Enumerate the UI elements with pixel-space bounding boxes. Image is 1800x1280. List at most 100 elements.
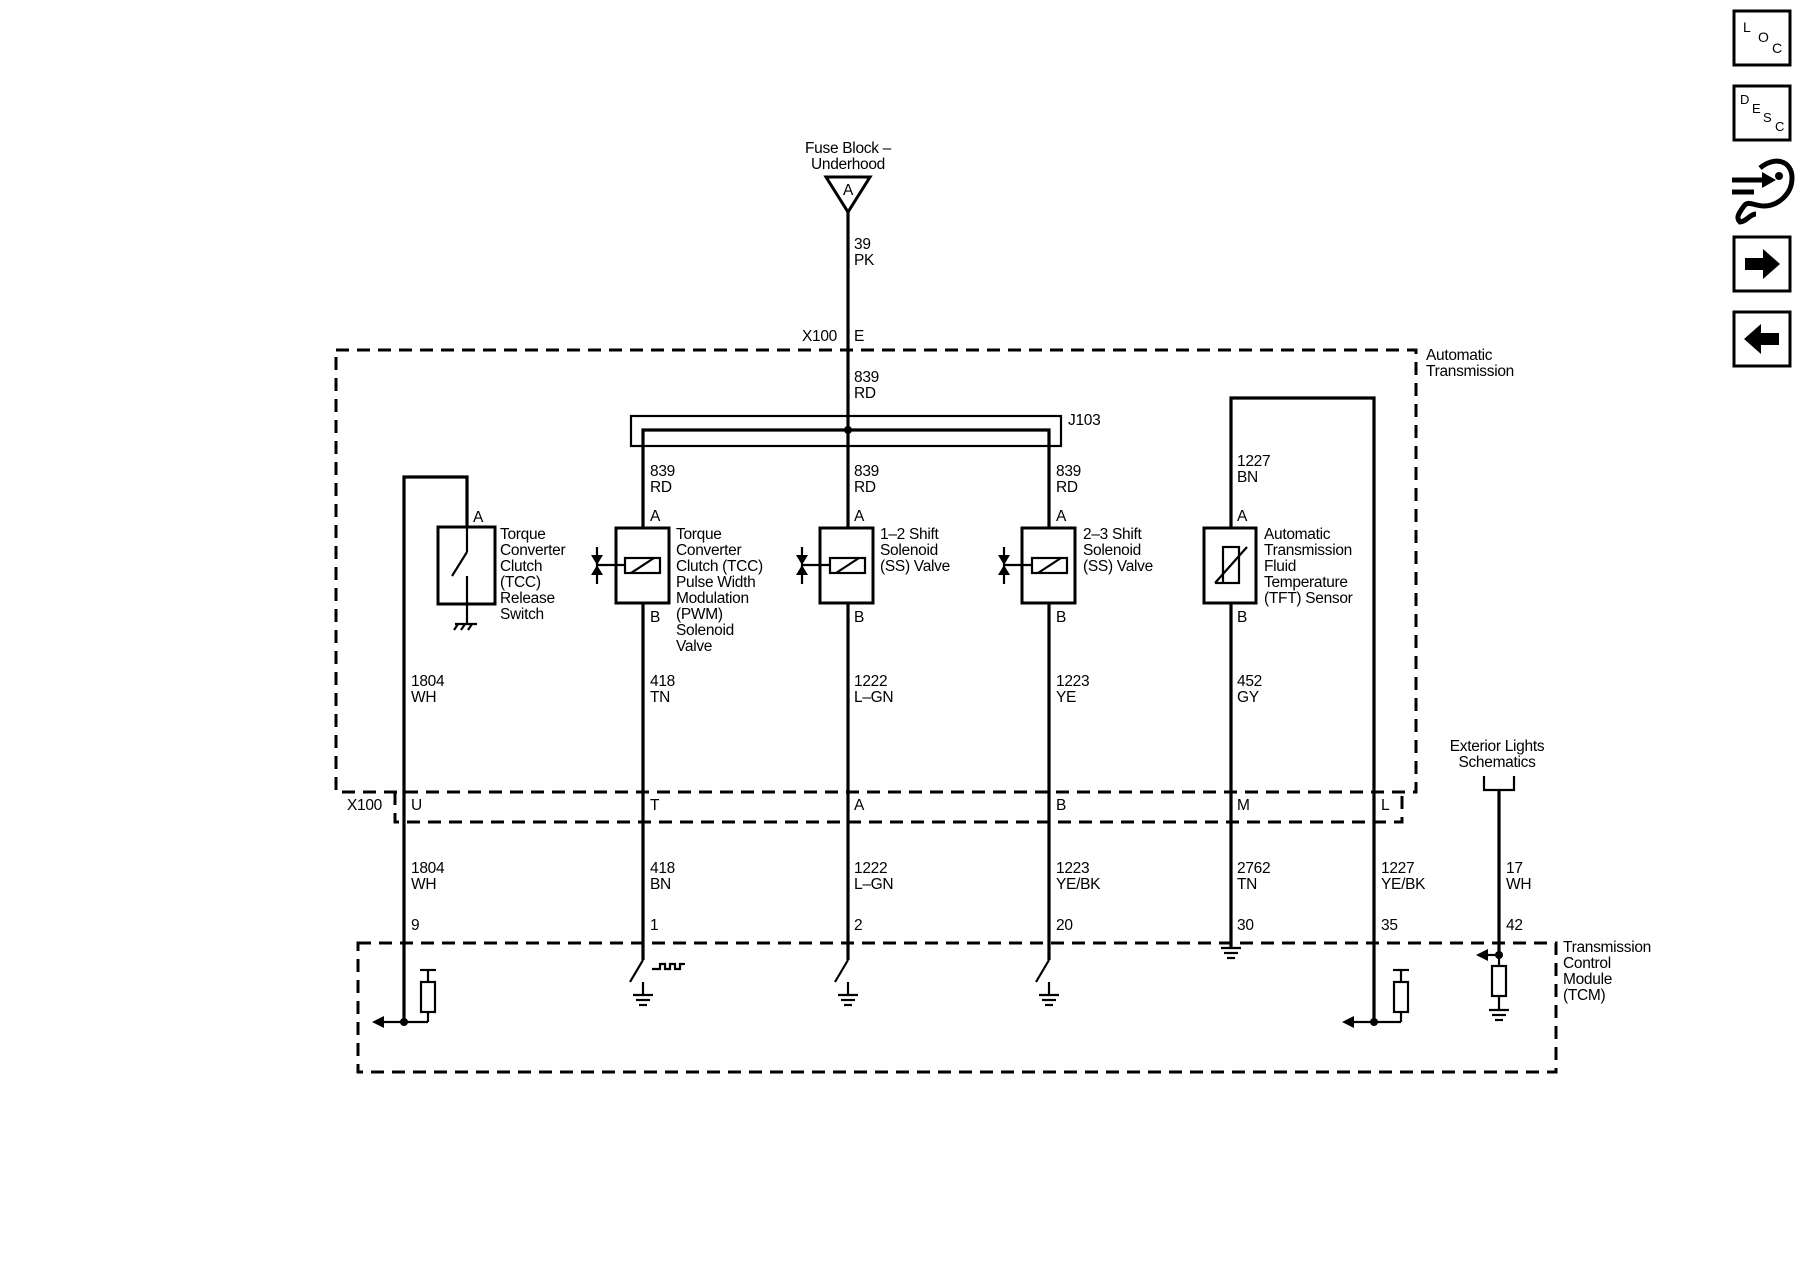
tft-label-2: Transmission [1264,542,1352,559]
tcm-label-4: (TCM) [1563,987,1606,1004]
previous-button[interactable] [1732,310,1792,368]
pwm-label-5: Modulation [676,590,749,607]
tcc-switch-label-1: Torque [500,526,546,543]
wrench-arrow-icon [1732,158,1795,225]
outer-wire-5-circuit: 2762 [1237,860,1270,877]
tft-label-1: Automatic [1264,526,1331,543]
inner-wire-5-circuit: 452 [1237,673,1262,690]
ss12-valve-arrow-up [796,555,808,565]
fuse-block-label-1: Fuse Block – [805,140,892,157]
x100-pin-m: M [1237,797,1250,814]
tcc-switch-label-2: Converter [500,542,565,559]
tcm-box [356,941,1558,1074]
tcm-label: Transmission Control Module (TCM) [1563,939,1651,1004]
tcc-switch-label-3: Clutch [500,558,542,575]
automatic-transmission-label-2: Transmission [1426,363,1514,380]
tcm-label-3: Module [1563,971,1612,988]
tft-label-3: Fluid [1264,558,1296,575]
pwm-pin-a: A [650,508,661,525]
inner-wire-4-circuit: 1223 [1056,673,1089,690]
loc-letter-c: C [1772,40,1782,56]
inner-wire-2-circuit: 418 [650,673,675,690]
tcm-pin35-input-arrow [1342,1016,1354,1028]
tcc-switch-label-5: Release [500,590,555,607]
pwm-valve-label: Torque Converter Clutch (TCC) Pulse Widt… [676,526,763,655]
outer-wire-2-circuit: 418 [650,860,675,877]
tcm-pin42-pulldown-resistor [1490,964,1508,998]
pwm-valve-arrow-up [591,555,603,565]
inner-wire-3-circuit: 1222 [854,673,887,690]
desc-letter-e: E [1752,101,1761,116]
tft-wire-in-circuit: 1227 [1237,453,1270,470]
x100-bottom-name: X100 [347,797,383,814]
pwm-pin-b: B [650,609,660,626]
tcm-pin35-pullup-resistor [1392,980,1410,1014]
desc-letter-c: C [1775,119,1784,134]
tft-pin-a: A [1237,508,1248,525]
diagnostics-wrench-button[interactable] [1732,158,1795,225]
ss12-valve-label: 1–2 Shift Solenoid (SS) Valve [880,526,950,575]
ss12-label-1: 1–2 Shift [880,526,939,543]
ss23-label-1: 2–3 Shift [1083,526,1142,543]
arrow-left-icon [1744,324,1779,354]
exterior-lights-label-1: Exterior Lights [1450,738,1545,755]
outer-wire-4-circuit: 1223 [1056,860,1089,877]
tft-wire-in-color: BN [1237,469,1258,486]
splice-label: J103 [1068,412,1100,429]
outer-wire-5-color: TN [1237,876,1257,893]
inner-wire-3-color: L–GN [854,689,893,706]
ss23-coil-slash [1037,557,1062,574]
pwm-valve-arrow-down [591,565,603,575]
ss23-label-2: Solenoid [1083,542,1141,559]
next-button[interactable] [1732,235,1792,293]
inner-wire-2-color: TN [650,689,670,706]
outer-wire-3-circuit: 1222 [854,860,887,877]
outer-wire-6-tcm-pin: 35 [1381,917,1398,934]
ss12-wire-in-color: RD [854,479,876,496]
tcc-switch-label-6: Switch [500,606,544,623]
loc-letter-o: O [1758,29,1769,45]
pwm-label-1: Torque [676,526,722,543]
loc-letter-l: L [1743,19,1751,35]
ss12-pin-a: A [854,508,865,525]
feed-wire-color: PK [854,252,875,269]
ss23-wire-in-color: RD [1056,479,1078,496]
tft-sensor-label: Automatic Transmission Fluid Temperature… [1264,526,1353,607]
x100-pin-t: T [650,797,660,814]
chassis-ground-tick-3 [467,623,473,631]
trans-wire-color: RD [854,385,876,402]
outer-wire-4-color: YE/BK [1056,876,1101,893]
exterior-lights-label-2: Schematics [1458,754,1536,771]
outer-wire-7-color: WH [1506,876,1531,893]
tft-thermistor-slash [1214,546,1248,584]
outer-wire-6-circuit: 1227 [1381,860,1414,877]
description-button[interactable]: D E S C [1732,84,1792,142]
automatic-transmission-label-1: Automatic [1426,347,1493,364]
x100-pin-l: L [1381,797,1390,814]
ss23-wire-in-circuit: 839 [1056,463,1081,480]
pwm-label-6: (PWM) [676,606,723,623]
splice-bus [641,428,1051,470]
pwm-label-2: Converter [676,542,741,559]
trans-wire-circuit: 839 [854,369,879,386]
pwm-wire-in-color: RD [650,479,672,496]
ss23-pin-a: A [1056,508,1067,525]
outer-wire-3-color: L–GN [854,876,893,893]
outer-wire-1-circuit: 1804 [411,860,445,877]
fuse-block-label-2: Underhood [811,156,885,173]
pwm-label-7: Solenoid [676,622,734,639]
outer-wire-1-tcm-pin: 9 [411,917,419,934]
tcm-pin2-switch [834,959,849,983]
location-button[interactable]: L O C [1732,9,1792,67]
ss23-label-3: (SS) Valve [1083,558,1153,575]
outer-wire-5-tcm-pin: 30 [1237,917,1254,934]
chassis-ground-tick-2 [460,623,466,631]
fuse-terminal-symbol [823,175,873,215]
tcm-pin1-switch [629,959,644,983]
tcm-pin42-input-arrow [1476,949,1488,961]
automatic-transmission-box [334,348,1418,794]
tcc-switch-label-4: (TCC) [500,574,541,591]
tcc-switch-label: Torque Converter Clutch (TCC) Release Sw… [500,526,566,623]
outer-wire-1-color: WH [411,876,436,893]
tft-pin-b: B [1237,609,1247,626]
